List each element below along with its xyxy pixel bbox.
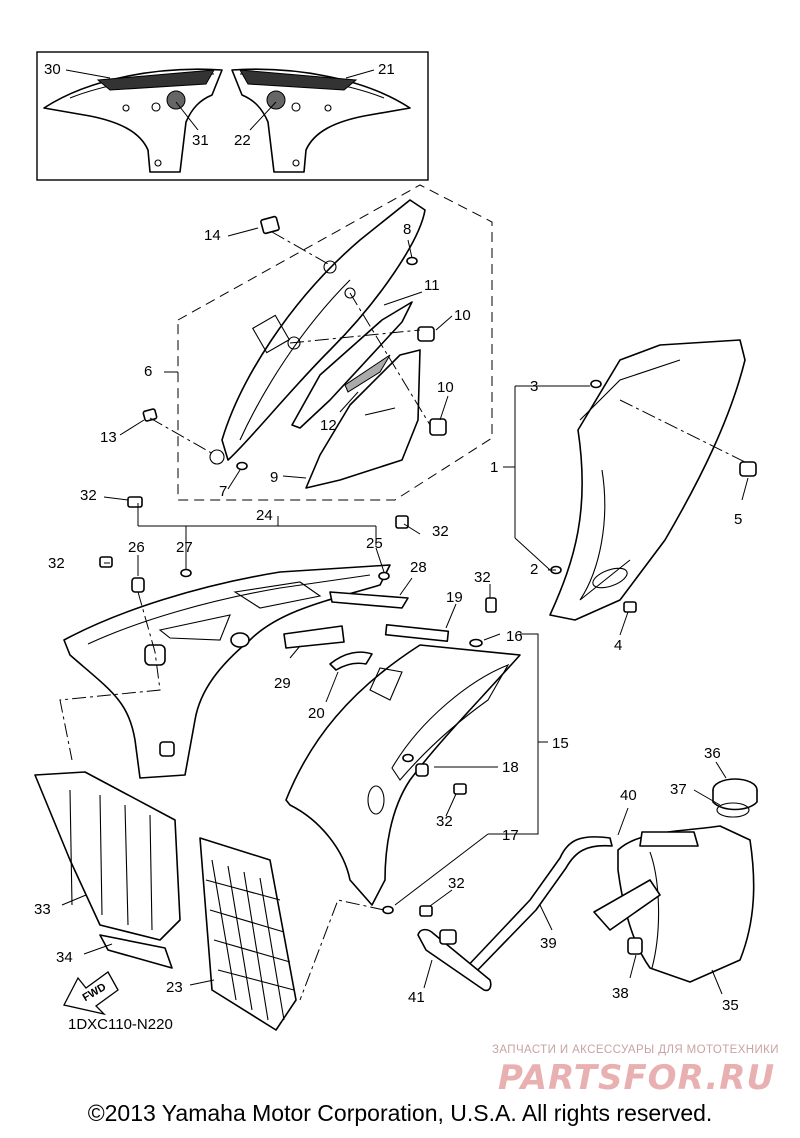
callout-31: 31 <box>192 132 209 149</box>
callout-28: 28 <box>410 559 427 576</box>
coolant-reservoir <box>593 778 758 983</box>
callout-30: 30 <box>44 61 61 78</box>
callout-labels: 30 31 21 22 14 8 11 10 6 12 10 13 7 9 3 … <box>34 61 742 1014</box>
callout-32d: 32 <box>474 569 491 586</box>
callout-33: 33 <box>34 901 51 918</box>
callout-4: 4 <box>614 637 622 654</box>
callout-8: 8 <box>403 221 411 238</box>
callout-24: 24 <box>256 507 273 524</box>
callout-40: 40 <box>620 787 637 804</box>
callout-32c: 32 <box>48 555 65 572</box>
bracket-small-parts <box>99 496 409 671</box>
callout-32b: 32 <box>432 523 449 540</box>
shroud-collars <box>142 215 447 471</box>
radiator-louver <box>34 771 181 969</box>
callout-26: 26 <box>128 539 145 556</box>
callout-32e: 32 <box>436 813 453 830</box>
callout-20: 20 <box>308 705 325 722</box>
callout-34: 34 <box>56 949 73 966</box>
side-cover <box>549 339 757 621</box>
callout-22: 22 <box>234 132 251 149</box>
callout-10b: 10 <box>437 379 454 396</box>
callout-35: 35 <box>722 997 739 1014</box>
callout-38: 38 <box>612 985 629 1002</box>
callout-1: 1 <box>490 459 498 476</box>
callout-16: 16 <box>506 628 523 645</box>
callout-10a: 10 <box>454 307 471 324</box>
callout-25: 25 <box>366 535 383 552</box>
callout-15: 15 <box>552 735 569 752</box>
radiator-grille <box>199 837 297 1031</box>
callout-27: 27 <box>176 539 193 556</box>
callout-18: 18 <box>502 759 519 776</box>
callout-37: 37 <box>670 781 687 798</box>
callout-23: 23 <box>166 979 183 996</box>
figure-code: 1DXC110-N220 <box>68 1016 173 1033</box>
shroud-assembly-frame <box>177 184 493 501</box>
overflow-hose <box>461 836 613 979</box>
callout-29: 29 <box>274 675 291 692</box>
callout-9: 9 <box>270 469 278 486</box>
callout-36: 36 <box>704 745 721 762</box>
callout-6: 6 <box>144 363 152 380</box>
fwd-arrow-icon: FWD <box>63 971 119 1016</box>
right-shroud-graphic <box>231 68 411 173</box>
callout-41: 41 <box>408 989 425 1006</box>
shroud-inner-panel <box>209 199 426 465</box>
callout-2: 2 <box>530 561 538 578</box>
callout-32f: 32 <box>448 875 465 892</box>
callout-14: 14 <box>204 227 221 244</box>
callout-39: 39 <box>540 935 557 952</box>
callout-7: 7 <box>219 483 227 500</box>
graphics-inset-frame <box>36 51 429 181</box>
callout-12: 12 <box>320 417 337 434</box>
watermark-tagline: ЗАПЧАСТИ И АКСЕССУАРЫ ДЛЯ МОТОТЕХНИКИ <box>492 1044 779 1056</box>
shroud-outer-panel <box>291 301 421 489</box>
callout-19: 19 <box>446 589 463 606</box>
callout-5: 5 <box>734 511 742 528</box>
radiator-shroud <box>285 597 521 917</box>
callout-17: 17 <box>502 827 519 844</box>
callout-11: 11 <box>424 277 440 294</box>
copyright-notice: ©2013 Yamaha Motor Corporation, U.S.A. A… <box>87 1100 713 1126</box>
watermark-logo: PARTSFOR.RU <box>498 1058 776 1098</box>
callout-13: 13 <box>100 429 117 446</box>
hose-clip <box>417 928 492 992</box>
callout-3: 3 <box>530 378 538 395</box>
left-shroud-graphic <box>43 68 223 173</box>
callout-32a: 32 <box>80 487 97 504</box>
callout-21: 21 <box>378 61 395 78</box>
